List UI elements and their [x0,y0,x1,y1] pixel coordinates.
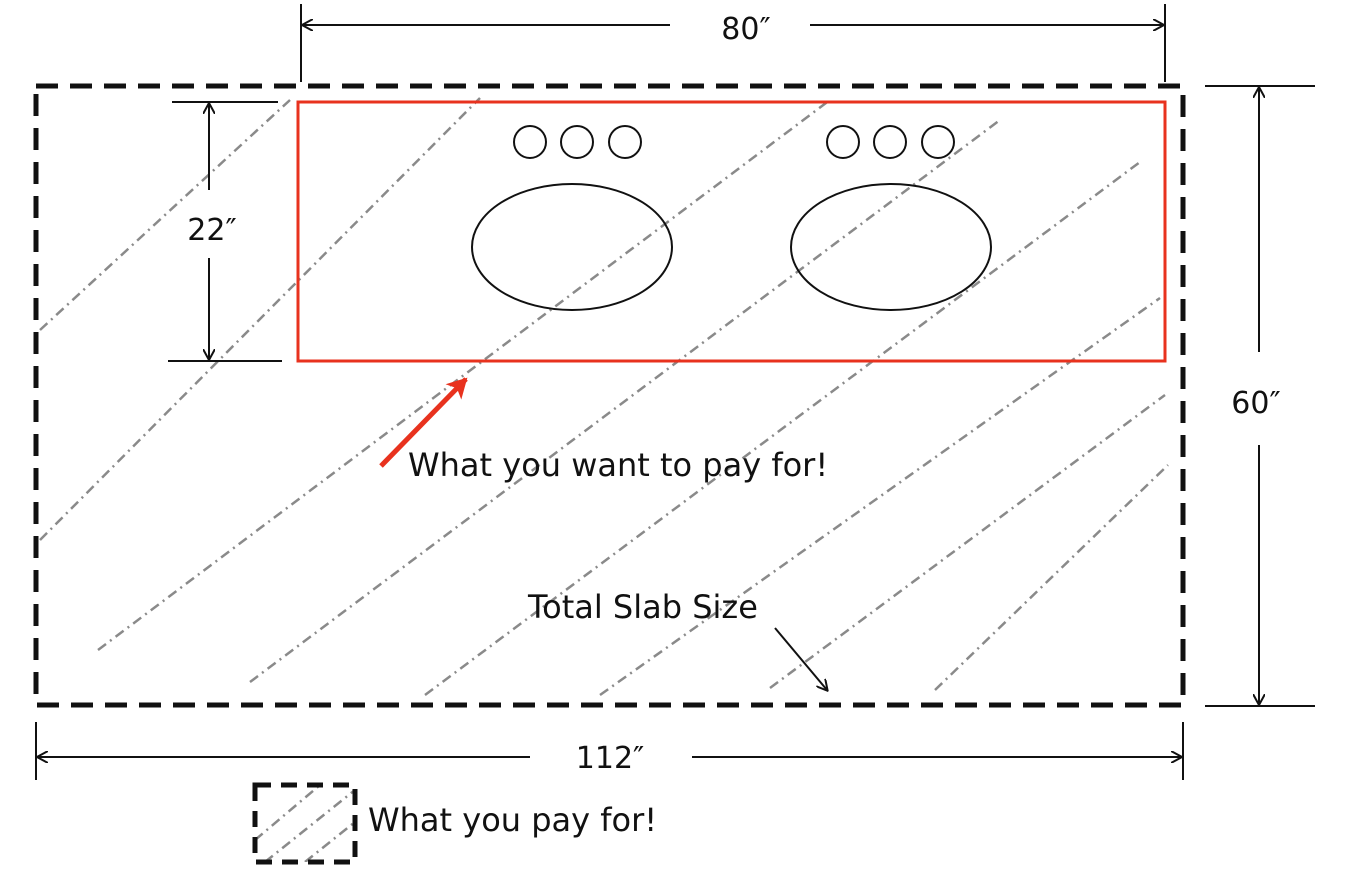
right-dimension [1205,85,1315,707]
want-to-pay-label: What you want to pay for! [408,446,828,484]
faucet-holes-right [826,125,955,159]
right-dimension-label: 60″ [1231,386,1280,421]
legend-pay-label: What you pay for! [368,801,657,839]
total-slab-label: Total Slab Size [527,588,758,626]
faucet-holes-left [513,125,642,159]
bottom-dimension [35,722,1184,780]
top-dimension [300,4,1166,82]
sink-right [790,183,992,311]
faucet-hole [608,125,642,159]
legend-hatching [255,785,355,862]
faucet-hole [921,125,955,159]
top-dimension-label: 80″ [721,12,770,47]
bottom-dimension-label: 112″ [576,741,644,776]
faucet-hole [873,125,907,159]
left-dimension-label: 22″ [187,213,236,248]
left-dimension [168,101,282,362]
slab-hatching [39,97,1169,697]
faucet-hole [826,125,860,159]
want-to-pay-arrow [379,377,468,468]
faucet-hole [513,125,547,159]
total-slab-arrow [774,627,827,690]
countertop-outline [296,100,1167,363]
sink-left [471,183,673,311]
faucet-hole [560,125,594,159]
legend-swatch [252,782,358,865]
